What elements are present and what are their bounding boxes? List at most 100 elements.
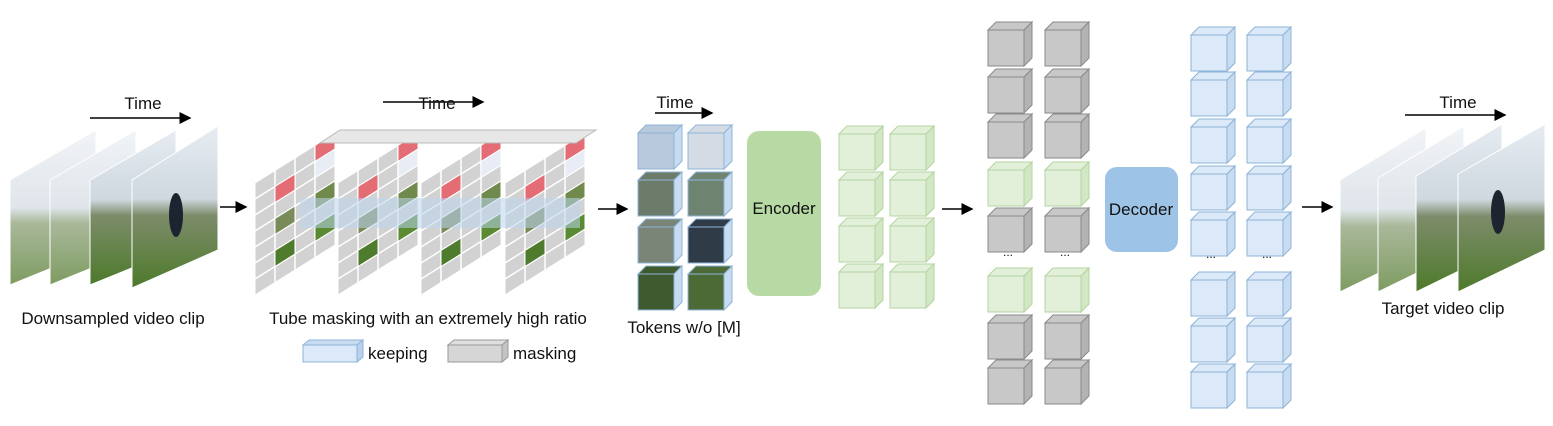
reconstructed-token-cube: [1189, 25, 1237, 73]
video-token-cube-side: [723, 170, 733, 218]
video-token-cube-face: [687, 273, 725, 311]
video-token-cube-face: [687, 226, 725, 264]
downsampled-video-clip: [9, 125, 219, 289]
encoder-output-latents: [837, 124, 936, 310]
reconstructed-token-cube-side: [1282, 270, 1292, 318]
mask-token-cube: [1043, 67, 1091, 115]
mask-token-cube-face: [1044, 76, 1082, 114]
latent-token-cube-side: [874, 170, 884, 218]
video-token-cube-side: [673, 264, 683, 312]
reconstructed-token-cube: [1245, 210, 1293, 258]
time-label: Time: [656, 93, 693, 112]
latent-token-cube-face: [889, 225, 927, 263]
mask-token-cube-face: [987, 322, 1025, 360]
kept-patch-grass: [524, 237, 546, 268]
reconstructed-token-cube-face: [1246, 79, 1284, 117]
masking-legend-swatch-face: [447, 344, 503, 363]
reconstructed-token-cube-face: [1190, 34, 1228, 72]
mask-token-cube-side: [1023, 358, 1033, 406]
video-token-cube-side: [673, 123, 683, 171]
mask-token-cube-side: [1080, 313, 1090, 361]
reconstructed-token-cube-side: [1226, 70, 1236, 118]
red-masked-patch: [524, 173, 546, 204]
video-token-cube-side: [723, 217, 733, 265]
video-token-cube-face: [687, 179, 725, 217]
tokens-caption: Tokens w/o [M]: [627, 318, 740, 337]
latent-token-cube-face: [1044, 275, 1082, 313]
downsampled-clip-caption: Downsampled video clip: [21, 309, 204, 328]
latent-token-cube-face: [838, 179, 876, 217]
reconstructed-token-cube: [1245, 25, 1293, 73]
decoder-label: Decoder: [1109, 200, 1174, 219]
latent-token-cube: [837, 262, 885, 310]
reconstructed-token-cube-side: [1226, 164, 1236, 212]
reconstructed-token-cube-side: [1226, 25, 1236, 73]
reconstructed-token-cube-side: [1282, 25, 1292, 73]
latent-token-cube-side: [874, 216, 884, 264]
video-token-cube: [636, 123, 684, 171]
video-token-cube: [686, 123, 734, 171]
latent-token-cube: [837, 124, 885, 172]
keeping-tube: [300, 198, 580, 228]
latent-token-cube-face: [987, 275, 1025, 313]
reconstructed-token-cube-side: [1226, 210, 1236, 258]
video-token-cube: [636, 217, 684, 265]
keeping-legend-swatch: [301, 339, 365, 346]
reconstructed-token-cube-face: [1190, 219, 1228, 257]
ellipsis-label: ...: [1262, 247, 1272, 261]
decoder-input-tokens: ......: [986, 20, 1091, 406]
video-token-cube-side: [723, 123, 733, 171]
reconstructed-token-cube-side: [1282, 362, 1292, 410]
decoder-output-tokens: ......: [1189, 25, 1293, 410]
video-token-cube-face: [637, 273, 675, 311]
latent-token-cube: [986, 266, 1034, 314]
reconstructed-token-cube-face: [1246, 219, 1284, 257]
latent-token-cube-face: [987, 169, 1025, 207]
reconstructed-token-cube-face: [1190, 126, 1228, 164]
mask-token-cube: [1043, 358, 1091, 406]
latent-token-cube-side: [925, 216, 935, 264]
reconstructed-token-cube-face: [1246, 173, 1284, 211]
reconstructed-token-cube: [1245, 164, 1293, 212]
reconstructed-token-cube: [1245, 362, 1293, 410]
mask-token-cube-face: [987, 215, 1025, 253]
video-token-cube: [636, 170, 684, 218]
latent-token-cube: [888, 124, 936, 172]
latent-token-cube: [837, 216, 885, 264]
time-label: Time: [1439, 93, 1476, 112]
video-token-cube-side: [673, 217, 683, 265]
target-video-clip: [1339, 123, 1546, 293]
kept-patch-sky: [564, 148, 586, 179]
reconstructed-token-cube-side: [1226, 316, 1236, 364]
keeping-legend-swatch-face: [302, 344, 358, 363]
mask-token-cube-side: [1080, 358, 1090, 406]
reconstructed-token-cube: [1245, 270, 1293, 318]
reconstructed-token-cube-face: [1190, 173, 1228, 211]
video-token-cube: [686, 217, 734, 265]
keeping-legend-label: keeping: [368, 344, 428, 363]
masked-frame: [254, 132, 336, 296]
reconstructed-token-cube: [1189, 316, 1237, 364]
video-token-cube-side: [723, 264, 733, 312]
latent-token-cube-side: [925, 262, 935, 310]
mask-token-cube-face: [987, 121, 1025, 159]
time-label: Time: [124, 94, 161, 113]
encoder-block: [747, 131, 821, 296]
video-token-cube-face: [637, 226, 675, 264]
reconstructed-token-cube-side: [1226, 117, 1236, 165]
latent-token-cube-face: [838, 271, 876, 309]
masking-legend-swatch: [446, 339, 510, 346]
mask-token-cube-side: [1023, 313, 1033, 361]
video-tokens: [636, 123, 734, 312]
mask-token-cube-face: [1044, 215, 1082, 253]
mask-token-cube-face: [987, 367, 1025, 405]
mask-token-cube: [986, 358, 1034, 406]
latent-token-cube-face: [889, 179, 927, 217]
reconstructed-token-cube-side: [1282, 210, 1292, 258]
reconstructed-token-cube: [1189, 70, 1237, 118]
encoder-label: Encoder: [752, 199, 816, 218]
keeping-legend-swatch-side: [356, 338, 364, 364]
mask-token-cube: [986, 20, 1034, 68]
reconstructed-token-cube-side: [1282, 164, 1292, 212]
reconstructed-token-cube: [1189, 362, 1237, 410]
